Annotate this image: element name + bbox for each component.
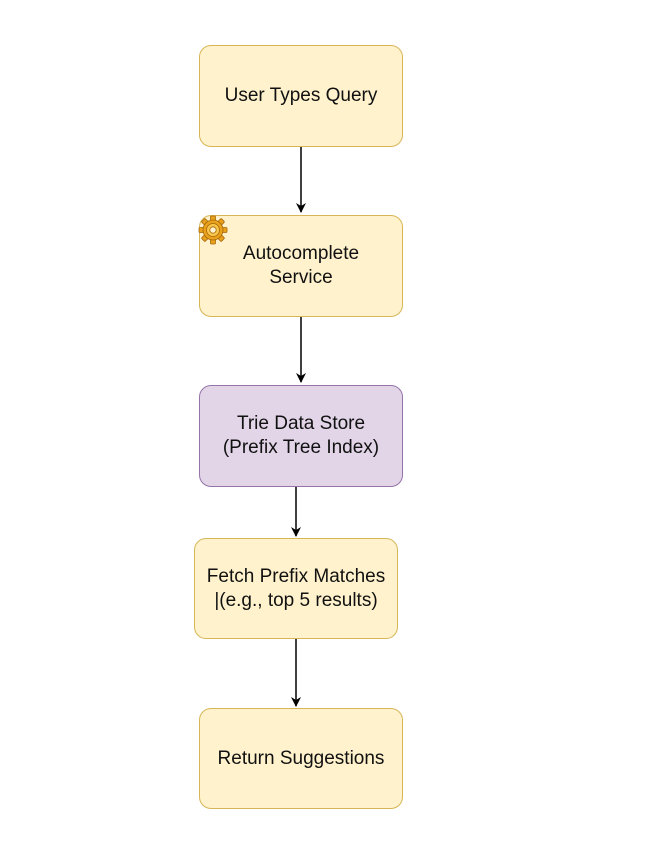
node-autocomplete-service[interactable]: Autocomplete Service (199, 215, 403, 317)
node-return-suggestions[interactable]: Return Suggestions (199, 708, 403, 809)
node-fetch-prefix-matches[interactable]: Fetch Prefix Matches |(e.g., top 5 resul… (194, 538, 398, 639)
node-label: Fetch Prefix Matches |(e.g., top 5 resul… (206, 565, 386, 611)
node-label: Trie Data Store (Prefix Tree Index) (222, 413, 380, 458)
node-label: Return Suggestions (217, 747, 385, 769)
node-label: Autocomplete Service (242, 243, 360, 288)
node-trie-data-store[interactable]: Trie Data Store (Prefix Tree Index) (199, 385, 403, 487)
gear-icon (198, 215, 228, 245)
node-label: User Types Query (224, 85, 378, 106)
node-user-types-query[interactable]: User Types Query (199, 45, 403, 147)
